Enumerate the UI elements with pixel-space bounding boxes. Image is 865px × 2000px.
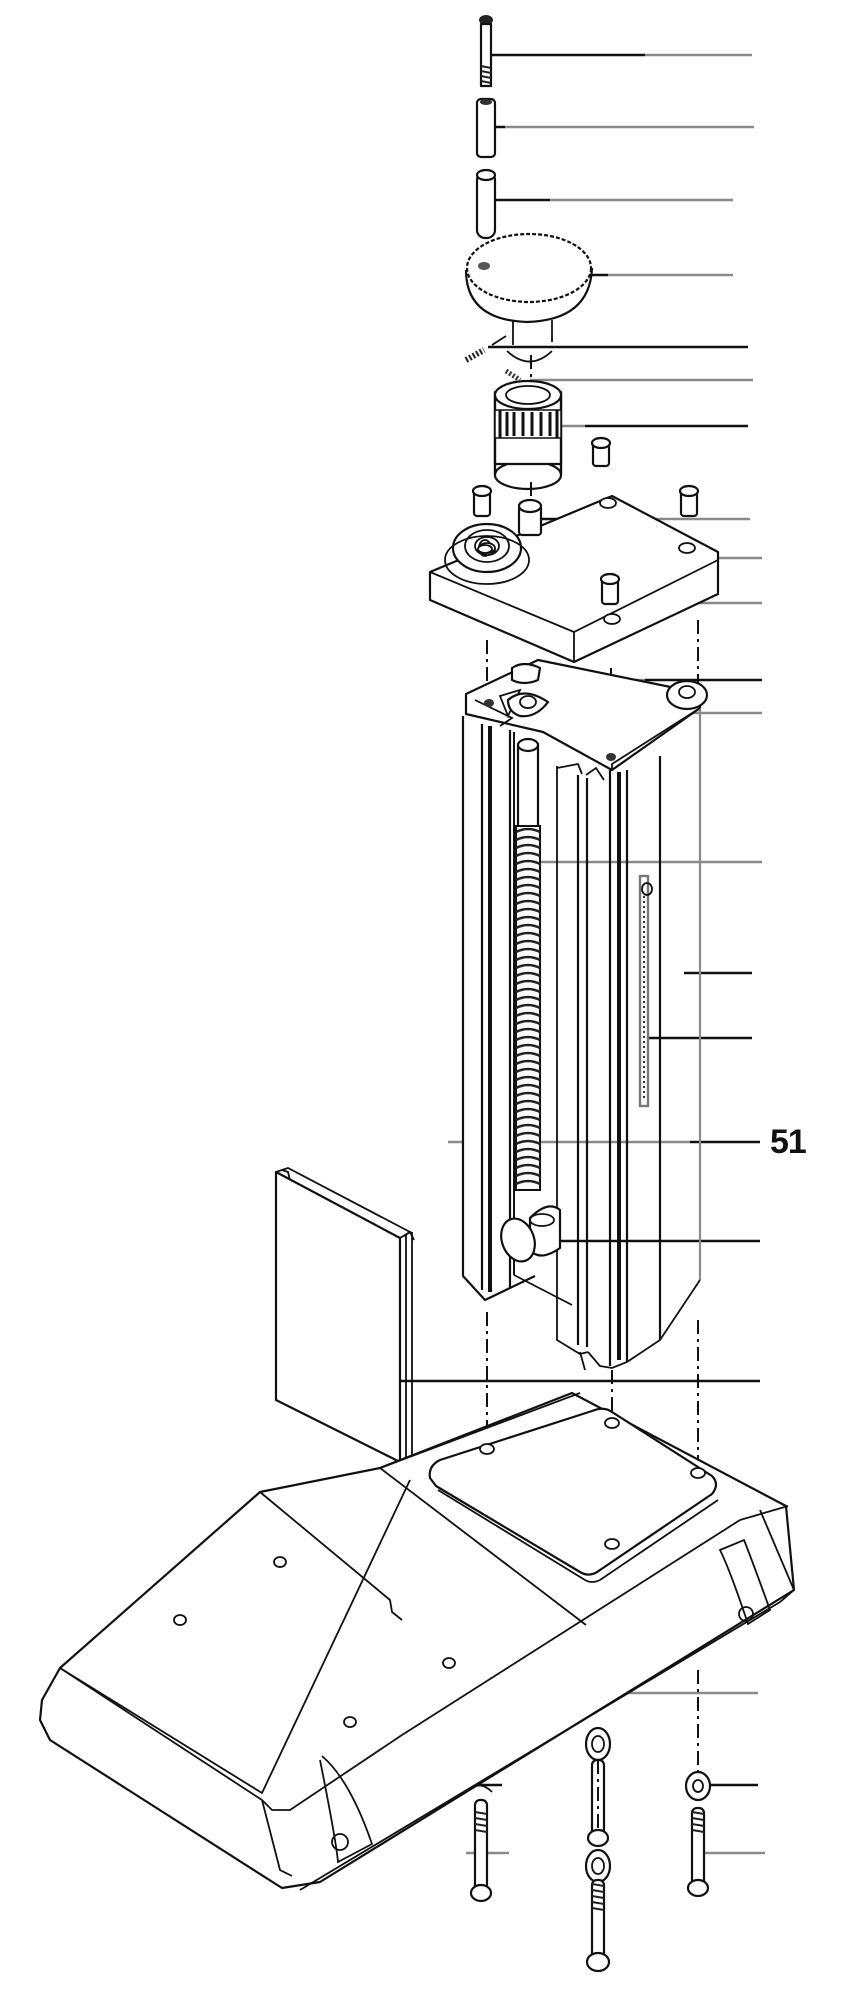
column-nut	[506, 692, 550, 718]
sleeve	[475, 97, 497, 159]
scale-strip	[638, 874, 653, 1108]
handwheel-knob	[464, 232, 594, 363]
shaft-bushing	[517, 498, 543, 537]
top-plate	[428, 494, 720, 664]
set-screw	[464, 335, 507, 363]
base-bolt	[469, 1784, 493, 1903]
cap-screw	[599, 572, 621, 606]
column-extrusion	[461, 658, 709, 1371]
callout-label-51: 51	[770, 1123, 807, 1161]
grub-screw	[504, 368, 522, 383]
cap-screw	[590, 436, 612, 468]
lead-screw	[515, 737, 541, 1191]
column-washer	[510, 662, 542, 685]
base-washer	[684, 1770, 712, 1802]
base	[38, 1391, 796, 1891]
top-screw	[479, 15, 493, 88]
base-washer	[584, 1848, 612, 1884]
knurled-collar	[493, 379, 563, 491]
base-bolt	[686, 1806, 710, 1898]
cap-screw	[471, 484, 493, 518]
spacer-tube	[475, 168, 497, 240]
base-bolt	[586, 1758, 610, 1848]
locking-knob	[500, 1205, 562, 1263]
cap-screw	[678, 484, 700, 518]
base-bolt	[585, 1878, 611, 1973]
side-cover-panel	[274, 1167, 415, 1466]
base-washer	[584, 1726, 612, 1762]
